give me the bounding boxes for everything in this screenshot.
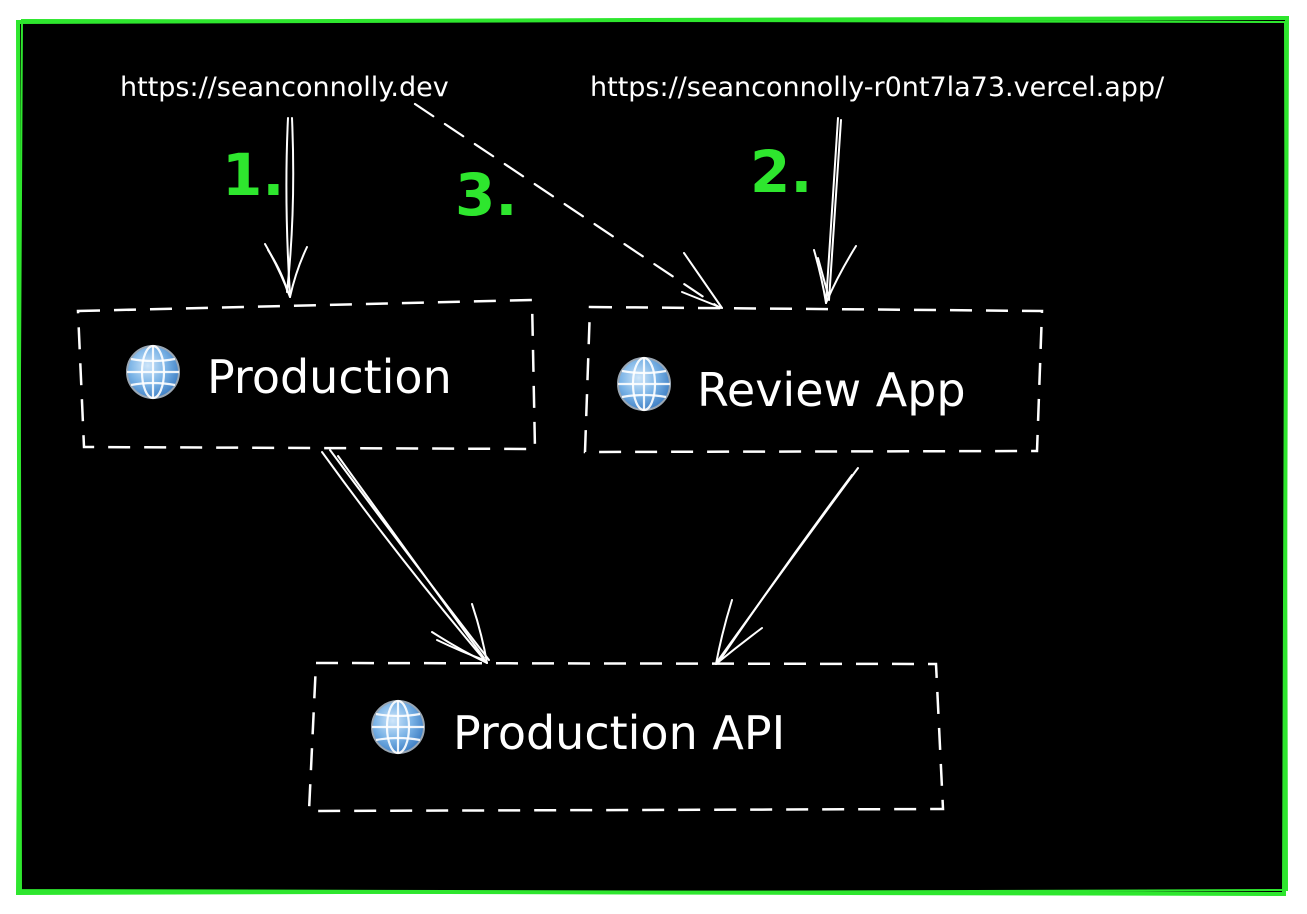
arrow-url-to-review-app bbox=[813, 117, 857, 304]
review-url: https://seanconnolly-r0nt7la73.vercel.ap… bbox=[590, 72, 1165, 103]
arrow-url-to-production bbox=[264, 117, 308, 298]
globe-icon bbox=[125, 344, 181, 400]
production-label: Production bbox=[207, 350, 452, 404]
step-2-label: 2. bbox=[750, 138, 812, 206]
arrow-production-url-to-review-app bbox=[413, 102, 723, 310]
globe-icon bbox=[370, 699, 426, 755]
diagram-background bbox=[20, 20, 1285, 892]
production-url: https://seanconnolly.dev bbox=[120, 72, 449, 103]
globe-icon bbox=[616, 356, 672, 412]
node-production: Production bbox=[76, 298, 537, 451]
arrow-review-app-to-api bbox=[715, 467, 859, 665]
production-api-label: Production API bbox=[453, 706, 785, 760]
step-1-label: 1. bbox=[222, 141, 284, 209]
node-review-app: Review App bbox=[583, 305, 1044, 454]
node-production-api: Production API bbox=[307, 661, 945, 813]
arrow-production-to-api bbox=[321, 449, 490, 664]
review-app-label: Review App bbox=[697, 363, 966, 417]
step-3-label: 3. bbox=[455, 161, 517, 229]
